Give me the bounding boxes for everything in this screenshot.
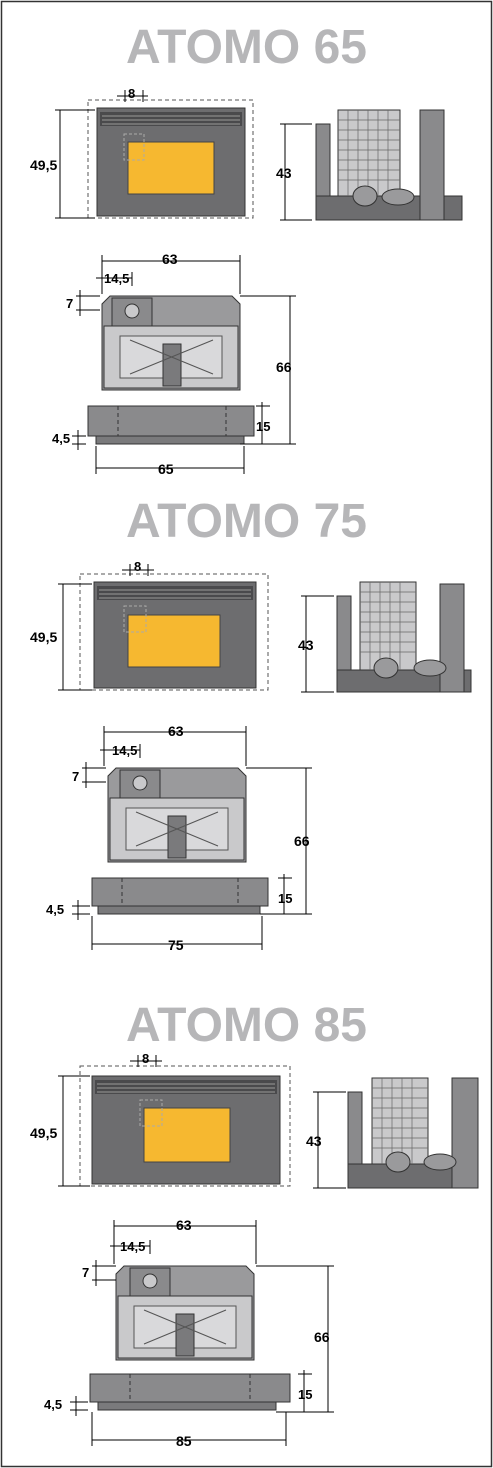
side-height-label: 43 [298,637,314,653]
total-width-label: 75 [168,937,184,953]
frame-depth-label: 15 [256,419,271,434]
frame-height-label: 4,5 [44,1397,63,1412]
front-height-label: 49,5 [30,1125,58,1141]
frame-height-label: 4,5 [52,431,71,446]
total-height-label: 66 [276,359,292,375]
model-title: ATOMO 85 [126,999,367,1052]
total-width-label: 65 [158,461,174,477]
flue-gap-label: 7 [72,769,80,784]
total-height-label: 66 [294,833,310,849]
front-height-label: 49,5 [30,629,58,645]
top-depth-label: 63 [162,251,178,267]
frame-height-label: 4,5 [46,902,65,917]
front-offset-label: 8 [134,559,142,574]
front-offset-label: 8 [142,1051,150,1066]
frame-depth-label: 15 [278,891,293,906]
model-title: ATOMO 75 [126,495,367,548]
frame-depth-label: 15 [298,1387,313,1402]
side-height-label: 43 [306,1133,322,1149]
top-depth-label: 63 [176,1217,192,1233]
flue-gap-label: 7 [66,296,74,311]
model-title: ATOMO 65 [126,21,367,74]
total-height-label: 66 [314,1329,330,1345]
flue-offset-label: 14,5 [104,271,130,286]
total-width-label: 85 [176,1433,192,1449]
top-depth-label: 63 [168,723,184,739]
flue-offset-label: 14,5 [112,743,138,758]
flue-gap-label: 7 [82,1265,90,1280]
flue-offset-label: 14,5 [120,1239,146,1254]
front-offset-label: 8 [128,86,136,101]
side-height-label: 43 [276,165,292,181]
fire-window [127,141,215,195]
front-height-label: 49,5 [30,157,58,173]
